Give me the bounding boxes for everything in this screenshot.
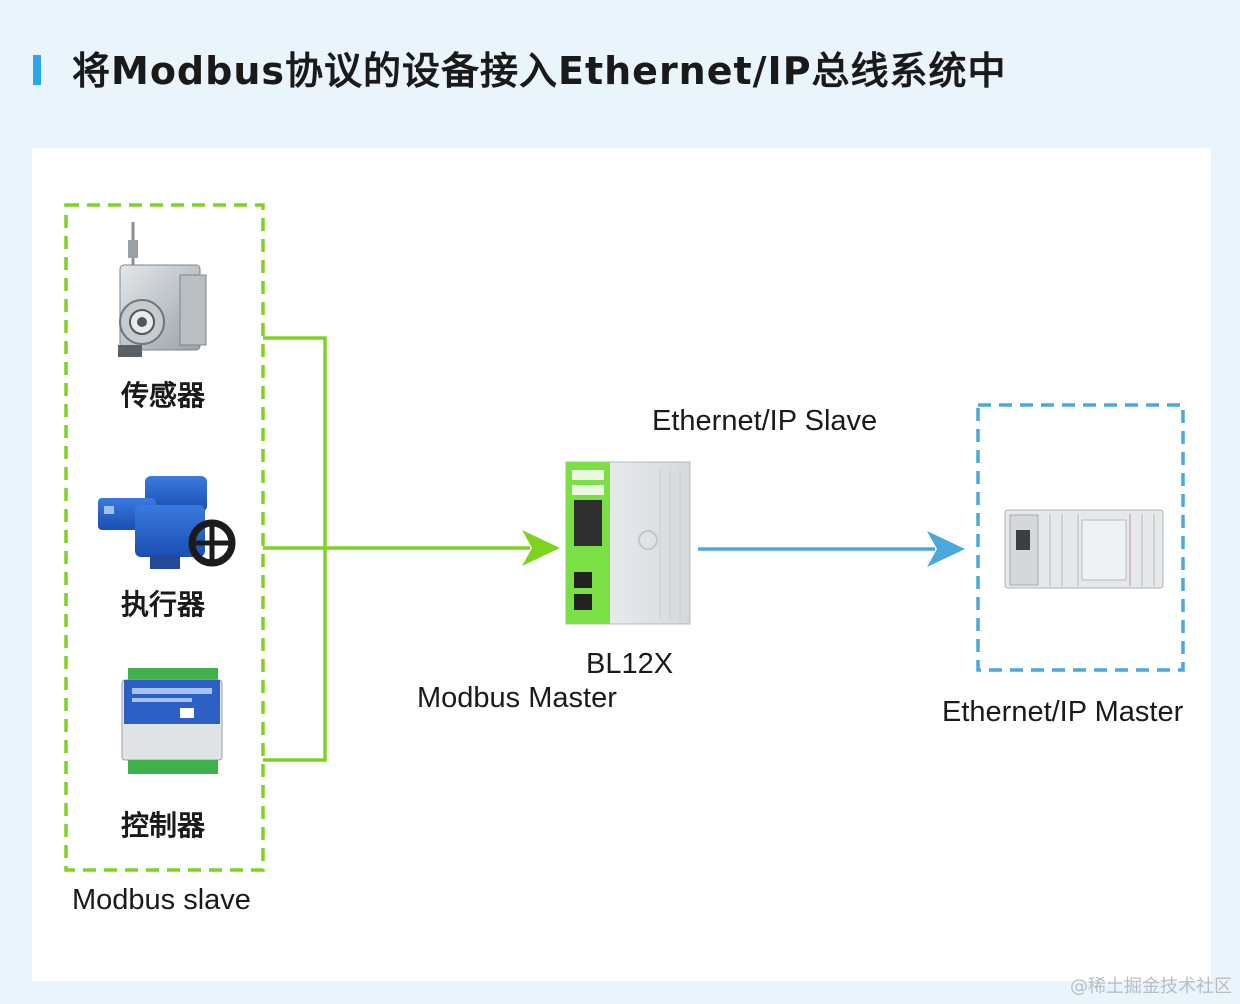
ethernet-master-group-border (976, 403, 1185, 672)
watermark: @稀土掘金技术社区 (1070, 976, 1232, 997)
modbus-arrowhead (522, 530, 560, 566)
title-accent-bar (33, 55, 41, 85)
din-rail-controller-icon (121, 668, 223, 774)
actuator-label: 执行器 (121, 588, 206, 621)
modbus-slave-label: Modbus slave (72, 884, 251, 916)
draw-wire-sensor-icon (118, 222, 207, 357)
ethernet-ip-slave-label: Ethernet/IP Slave (652, 405, 878, 437)
gateway-name-label: BL12X (586, 648, 674, 680)
modbus-slave-group-border (64, 203, 265, 872)
page-title: 将Modbus协议的设备接入Ethernet/IP总线系统中 (72, 49, 1007, 93)
electric-actuator-icon (98, 476, 236, 569)
ethernet-ip-master-label: Ethernet/IP Master (942, 696, 1184, 728)
sensor-label: 传感器 (121, 379, 206, 412)
modbus-master-label: Modbus Master (417, 682, 617, 714)
plc-rack-icon (1004, 509, 1164, 589)
controller-label: 控制器 (121, 809, 206, 842)
ethernet-ip-arrowhead (927, 531, 965, 567)
gateway-module-icon (565, 461, 691, 625)
